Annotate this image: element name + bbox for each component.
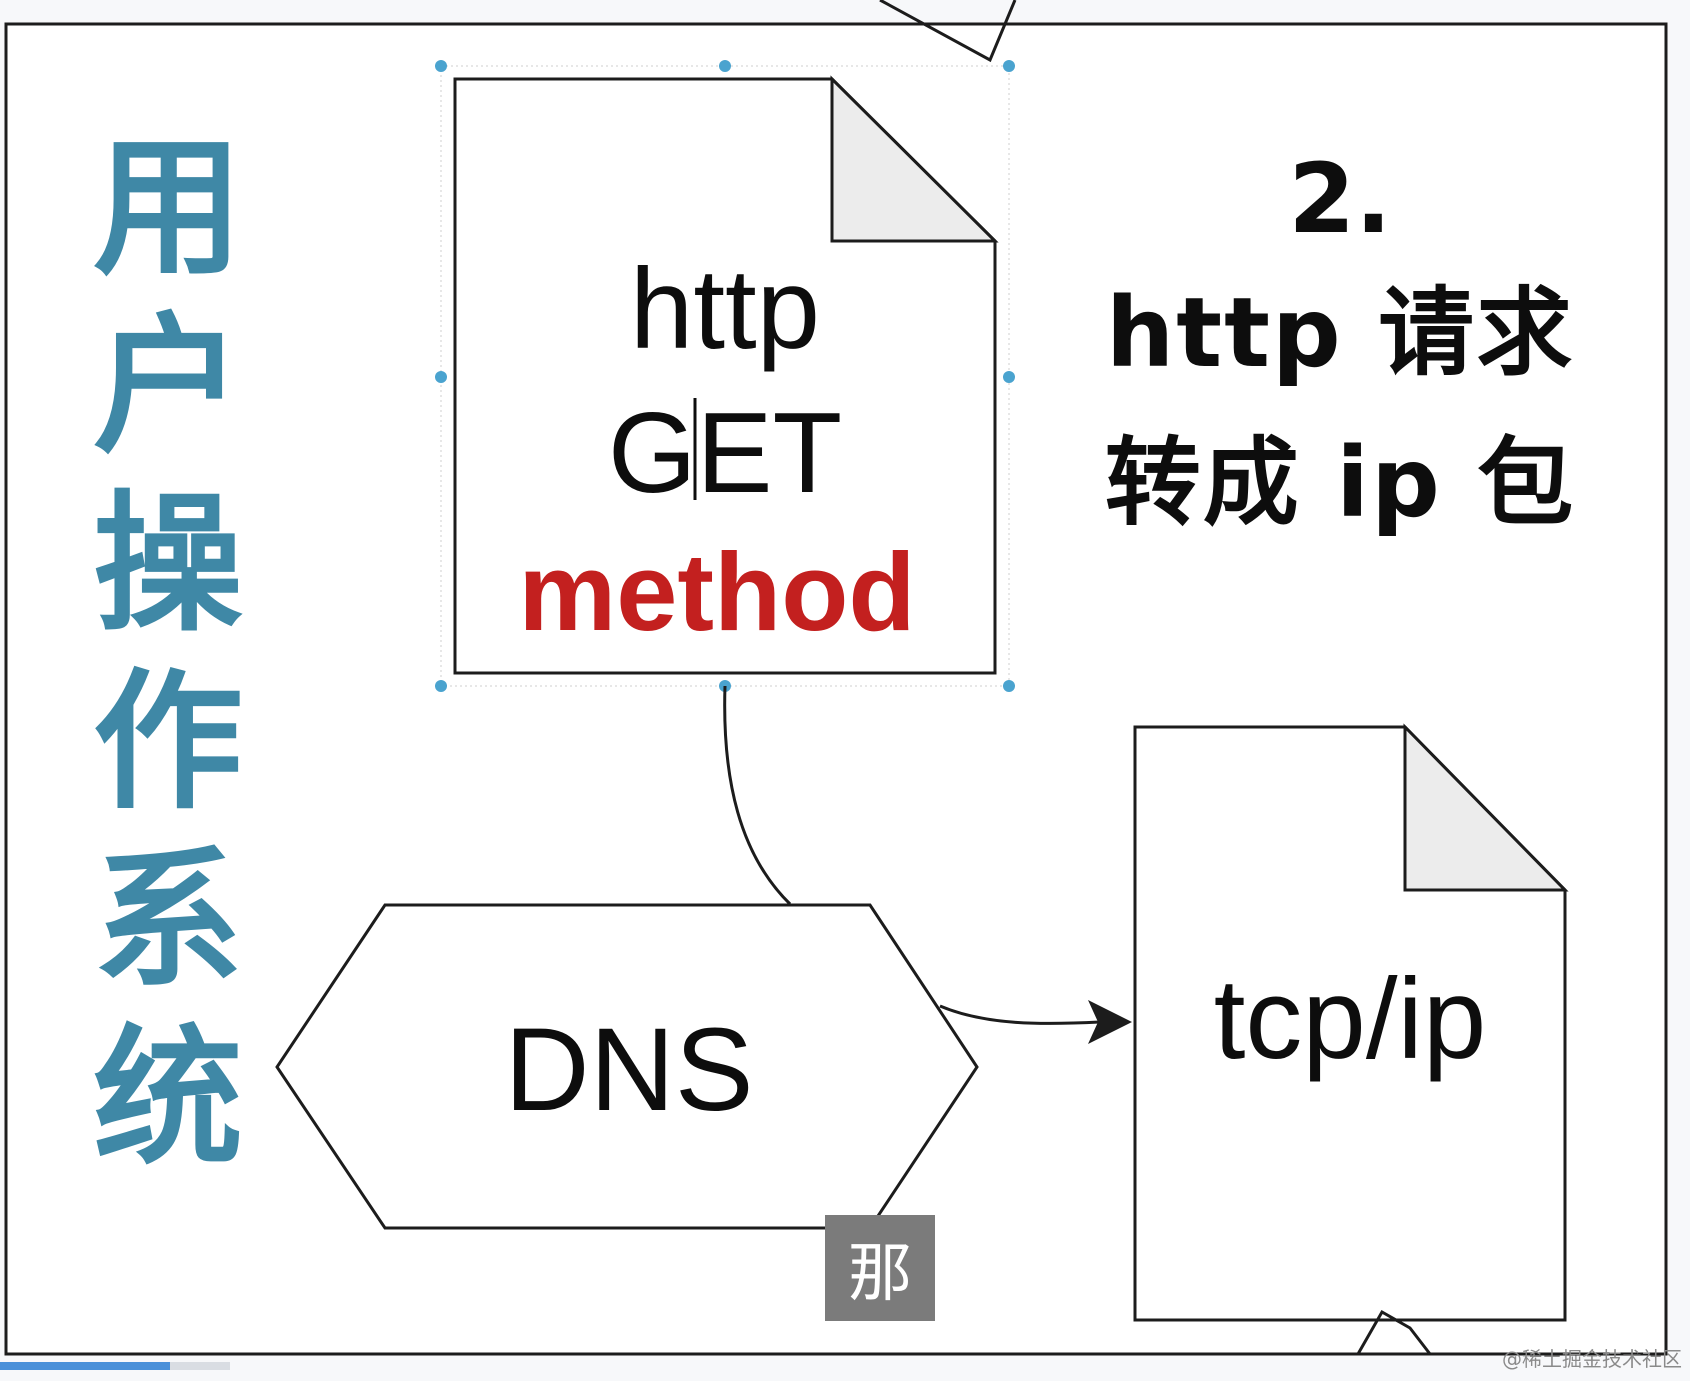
connector-dns-to-tcpip[interactable]	[939, 1004, 1101, 1025]
step-heading: 2. http 请求 转成 ip 包	[1030, 140, 1650, 558]
http-document-shape[interactable]: http GET method	[453, 75, 999, 675]
selection-handle[interactable]	[719, 60, 731, 72]
dns-hexagon[interactable]: DNS	[275, 903, 979, 1230]
video-progress-fill	[0, 1362, 170, 1370]
selection-handles[interactable]	[435, 60, 1015, 692]
selection-handle[interactable]	[1003, 60, 1015, 72]
selection-handle[interactable]	[1003, 680, 1015, 692]
selection-handle[interactable]	[435, 371, 447, 383]
cropped-shape-top	[879, 0, 1017, 63]
http-doc-line1: http	[630, 246, 820, 373]
vertical-title-char: 作	[92, 656, 243, 830]
arrowhead	[1088, 1000, 1132, 1044]
watermark: @稀土掘金技术社区	[1502, 1347, 1682, 1371]
http-doc-line2: GET	[608, 390, 842, 517]
video-progress-bar[interactable]	[0, 1362, 230, 1370]
selection-handle[interactable]	[435, 60, 447, 72]
http-doc-line3: method	[518, 531, 915, 654]
vertical-title-char: 操	[92, 478, 243, 652]
tcpip-document-shape[interactable]: tcp/ip	[1133, 723, 1569, 1322]
selection-handle[interactable]	[435, 680, 447, 692]
dns-label: DNS	[504, 1004, 753, 1136]
subtitle-text: 那	[848, 1237, 912, 1311]
vertical-title-char: 系	[92, 834, 243, 1008]
connector-http-to-dns[interactable]	[723, 685, 792, 906]
step-line-1: http 请求	[1105, 277, 1575, 389]
cropped-shape-bottom	[1356, 1309, 1432, 1355]
vertical-title-char: 户	[92, 300, 243, 474]
video-subtitle: 那	[825, 1215, 935, 1321]
vertical-title-char: 用	[92, 122, 243, 296]
vertical-title: 用 户 操 作 系 统	[88, 120, 248, 1188]
folded-corner	[1403, 723, 1569, 892]
step-line-2: 转成 ip 包	[1104, 427, 1576, 539]
step-number: 2.	[1288, 143, 1392, 255]
tcpip-label: tcp/ip	[1214, 956, 1486, 1083]
folded-corner	[830, 75, 999, 243]
vertical-title-char: 统	[92, 1012, 243, 1186]
selection-handle[interactable]	[1003, 371, 1015, 383]
